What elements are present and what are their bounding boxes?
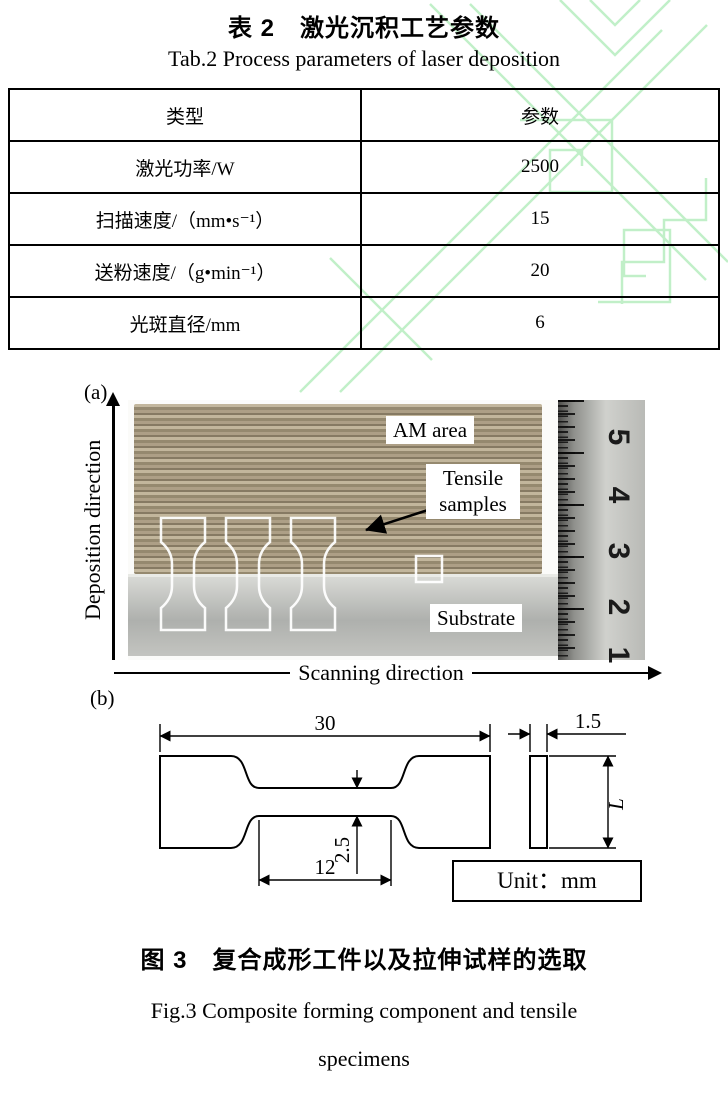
param-name: 扫描速度/（mm•s⁻¹） — [8, 192, 362, 246]
param-name: 激光功率/W — [8, 140, 362, 194]
panel-b-label: (b) — [90, 686, 115, 710]
specimen-front-view — [159, 755, 491, 849]
dim-length-label: 30 — [315, 711, 336, 735]
table-header-row: 类型 参数 — [8, 88, 720, 142]
scanning-axis: Scanning direction — [114, 660, 663, 686]
dim-height-symbol: L — [604, 798, 628, 811]
tensile-samples-arrow — [365, 508, 429, 534]
scanning-direction-label: Scanning direction — [298, 660, 464, 685]
param-name: 送粉速度/（g•min⁻¹） — [8, 244, 362, 298]
dogbone-outline-group — [159, 516, 444, 632]
workpiece-photo: 5 4 3 2 1 AM area Tensile samples Subs — [128, 400, 645, 663]
figure-caption-en-line2: specimens — [318, 1046, 410, 1071]
table-title-zh: 表 2 激光沉积工艺参数 — [227, 15, 500, 42]
dimension-lines — [159, 724, 626, 886]
param-value: 2500 — [360, 140, 720, 194]
scanning-axis-line — [471, 671, 649, 675]
table-title-en: Tab.2 Process parameters of laser deposi… — [168, 46, 560, 71]
figure-caption-zh: 图 3 复合成形工件以及拉伸试样的选取 — [140, 947, 588, 974]
deposition-axis-line — [112, 404, 115, 660]
tensile-sample-outlines — [159, 508, 444, 632]
table-row: 扫描速度/（mm•s⁻¹） 15 — [8, 192, 720, 246]
scanning-axis-line — [114, 671, 291, 675]
specimen-technical-drawing: 30 12 2.5 1.5 L — [159, 709, 628, 886]
specimen-side-view — [529, 755, 548, 849]
deposition-direction-label: Deposition direction — [80, 439, 105, 621]
param-value: 6 — [360, 296, 720, 350]
table-row: 送粉速度/（g•min⁻¹） 20 — [8, 244, 720, 298]
tensile-samples-label: Tensile samples — [426, 464, 520, 519]
right-arrow-icon — [648, 666, 663, 680]
column-header-value: 参数 — [360, 88, 720, 142]
dim-gauge-length-label: 12 — [315, 855, 336, 879]
param-value: 15 — [360, 192, 720, 246]
figure-caption-en-line1: Fig.3 Composite forming component and te… — [150, 998, 578, 1023]
param-value: 20 — [360, 244, 720, 298]
am-area-label: AM area — [386, 416, 475, 445]
laser-parameters-table: 类型 参数 激光功率/W 2500 扫描速度/（mm•s⁻¹） 15 送粉速度/… — [8, 88, 720, 350]
ruler-cm-ticks — [558, 400, 584, 660]
panel-a-label: (a) — [84, 380, 108, 404]
dim-thickness-label: 1.5 — [575, 709, 601, 733]
unit-label-box: Unit：mm — [452, 860, 642, 902]
param-name: 光斑直径/mm — [8, 296, 362, 350]
substrate-label: Substrate — [430, 604, 523, 633]
up-arrow-icon — [106, 392, 120, 406]
steel-ruler: 5 4 3 2 1 — [558, 400, 645, 663]
column-header-type: 类型 — [8, 88, 362, 142]
dim-gauge-width-label: 2.5 — [330, 837, 354, 863]
table-row: 激光功率/W 2500 — [8, 140, 720, 194]
table-row: 光斑直径/mm 6 — [8, 296, 720, 350]
